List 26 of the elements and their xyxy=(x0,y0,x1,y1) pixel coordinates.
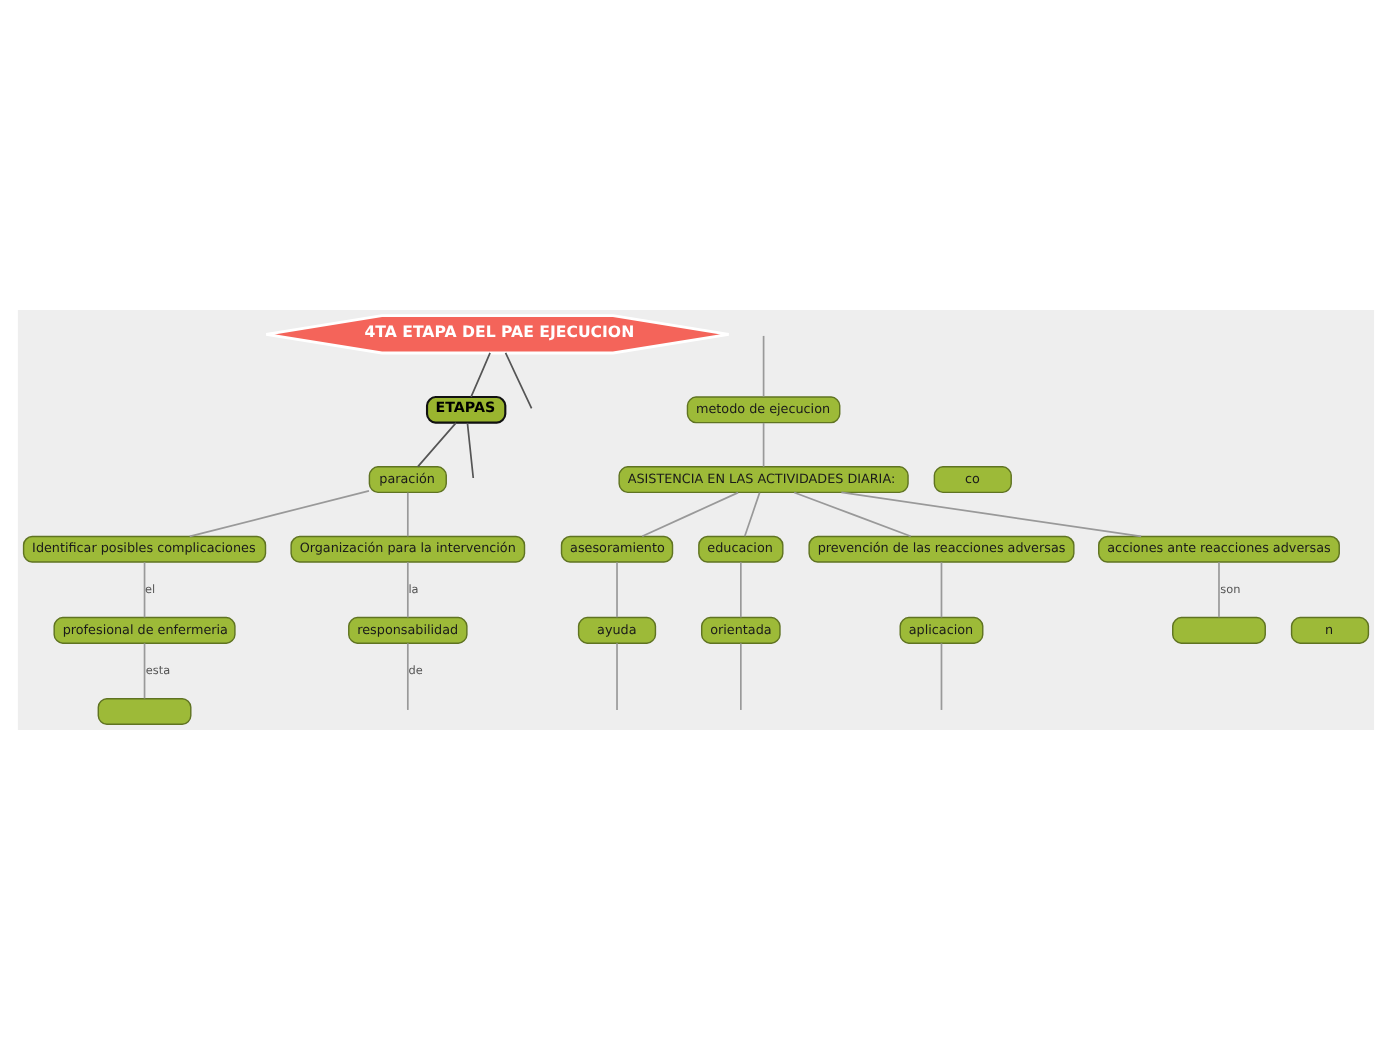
connector xyxy=(739,642,742,711)
node-box xyxy=(1172,616,1266,644)
connector xyxy=(762,422,765,468)
connector xyxy=(143,561,146,619)
connector xyxy=(406,561,409,619)
connector xyxy=(641,491,739,538)
node-box xyxy=(97,698,192,725)
connector xyxy=(470,352,491,398)
connector xyxy=(406,642,409,711)
connector xyxy=(762,335,765,398)
connector xyxy=(940,642,943,711)
node-box: ETAPAS xyxy=(425,395,507,424)
connector xyxy=(188,489,370,538)
connector xyxy=(739,561,742,619)
connector xyxy=(406,491,409,538)
connector xyxy=(940,561,943,619)
connector xyxy=(840,491,1142,538)
connector xyxy=(466,422,475,479)
connector xyxy=(743,491,761,538)
connector xyxy=(616,561,618,619)
connector xyxy=(1218,561,1220,619)
connector xyxy=(143,642,146,700)
connector xyxy=(417,422,457,468)
connector xyxy=(616,642,618,711)
connector xyxy=(504,352,533,410)
connector xyxy=(793,491,912,538)
